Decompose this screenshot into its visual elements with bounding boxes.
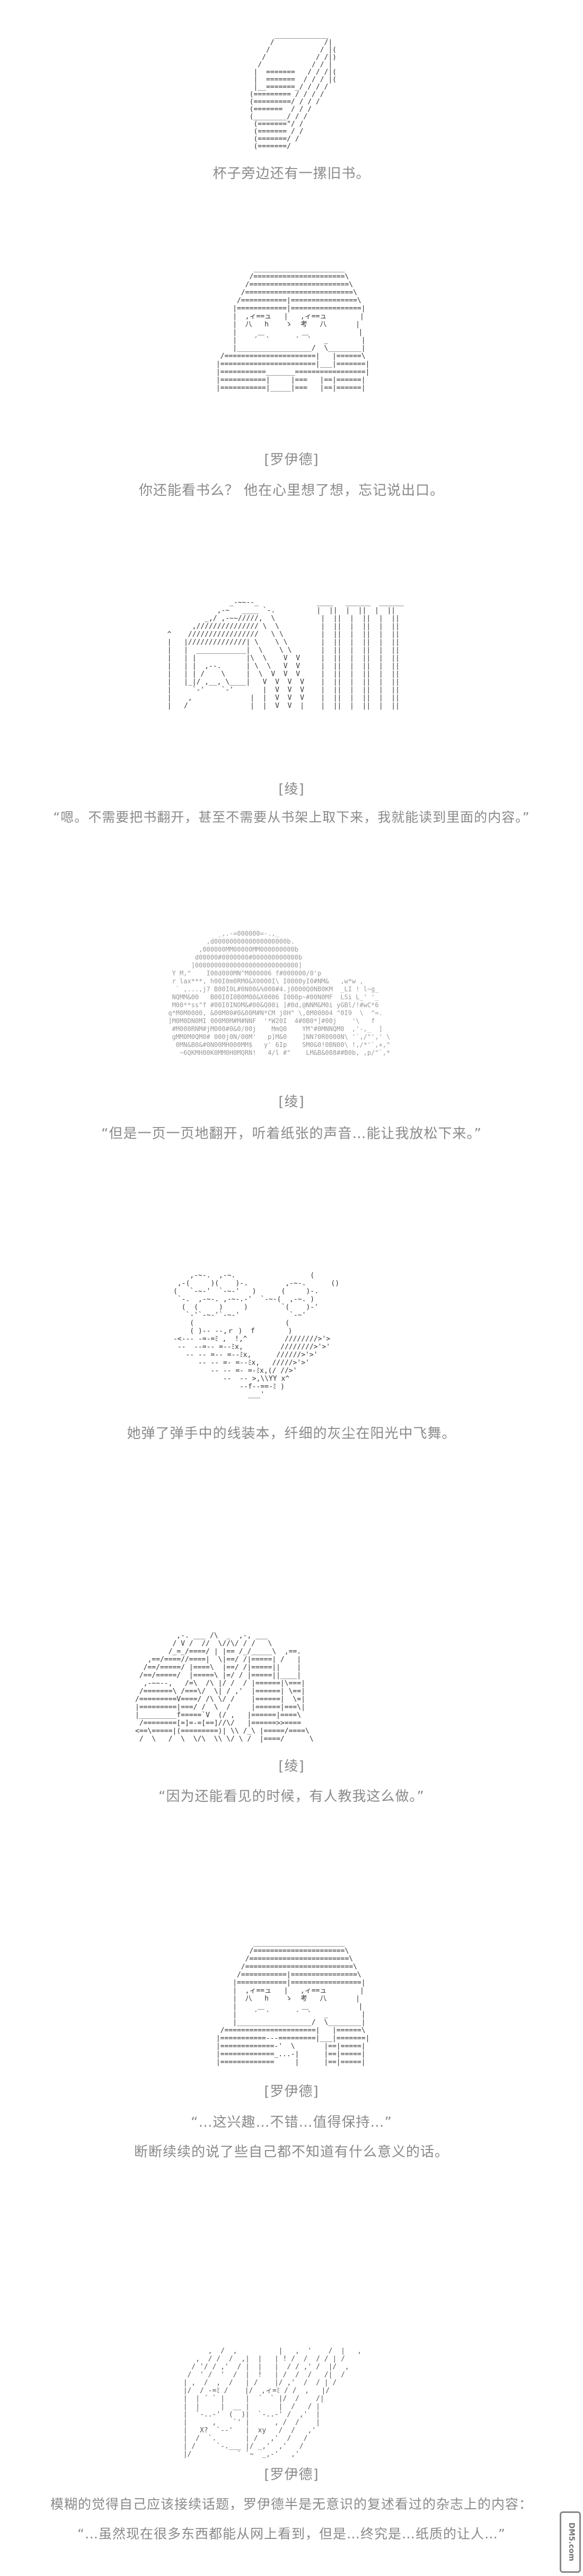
narration-caption: 断断续续的说了些自己都不知道有什么意义的话。 <box>134 2144 449 2160</box>
dialogue-caption: “但是一页一页地翻开，听着纸张的声音…能让我放松下来。” <box>101 1126 482 1142</box>
ascii-art-lloyd-sketch: , / , | , ' / | , , / / / ,| | | ! / / /… <box>183 2347 362 2458</box>
speaker-label: [罗伊德] <box>264 2084 319 2100</box>
ascii-art-dust-book: ,-~-. ,-~. ( ,-( )( )-. ,-~-. () ( `-~-'… <box>173 1272 340 1399</box>
ascii-art-bookshelf: _-~~--_ ____ ______ ______ ,-~ ____ `-. … <box>167 599 404 710</box>
ascii-art-aya-close: ,-. ___ /\ _ ,-, ___ / V / // \//\/ / / … <box>135 1632 314 1743</box>
dialogue-caption: “…这兴趣…不错…值得保持…” <box>191 2115 392 2130</box>
dialogue-caption: “因为还能看见的时候，有人教我这么做。” <box>158 1789 425 1805</box>
ascii-art-aya-reading: _,.-=000000=-.,_ ,d0000000000000000000b.… <box>168 930 391 1056</box>
ascii-art-book-stack: _____________ / /| / / |( / / /|) / / / … <box>249 31 337 150</box>
dialogue-caption: “嗯。不需要把书翻开，甚至不需要从书架上取下来，我就能读到里面的内容。” <box>53 810 530 825</box>
narration-caption: 模糊的觉得自己应该接续话题，罗伊德半是无意识的复述看过的杂志上的内容： <box>50 2497 533 2512</box>
dialogue-caption: 你还能看书么？ 他在心里想了想，忘记说出口。 <box>138 483 445 499</box>
dialogue-caption: “…虽然现在很多东西都能从网上看到，但是…终究是…纸质的让人…” <box>77 2526 506 2542</box>
narration-caption: 杯子旁边还有一摞旧书。 <box>213 166 370 182</box>
narration-caption: 她弹了弹手中的线装本，纤细的灰尘在阳光中飞舞。 <box>127 1426 456 1442</box>
speaker-label: [罗伊德] <box>264 452 319 468</box>
ascii-art-lloyd: ______________________ /================… <box>216 265 370 392</box>
speaker-label: [罗伊德] <box>264 2467 319 2483</box>
speaker-label: [绫] <box>278 1094 305 1110</box>
watermark-logo: DM5.com <box>560 2511 581 2573</box>
speaker-label: [绫] <box>278 1758 305 1774</box>
speaker-label: [绫] <box>278 781 305 797</box>
ascii-art-lloyd: ______________________ /================… <box>216 1939 370 2066</box>
